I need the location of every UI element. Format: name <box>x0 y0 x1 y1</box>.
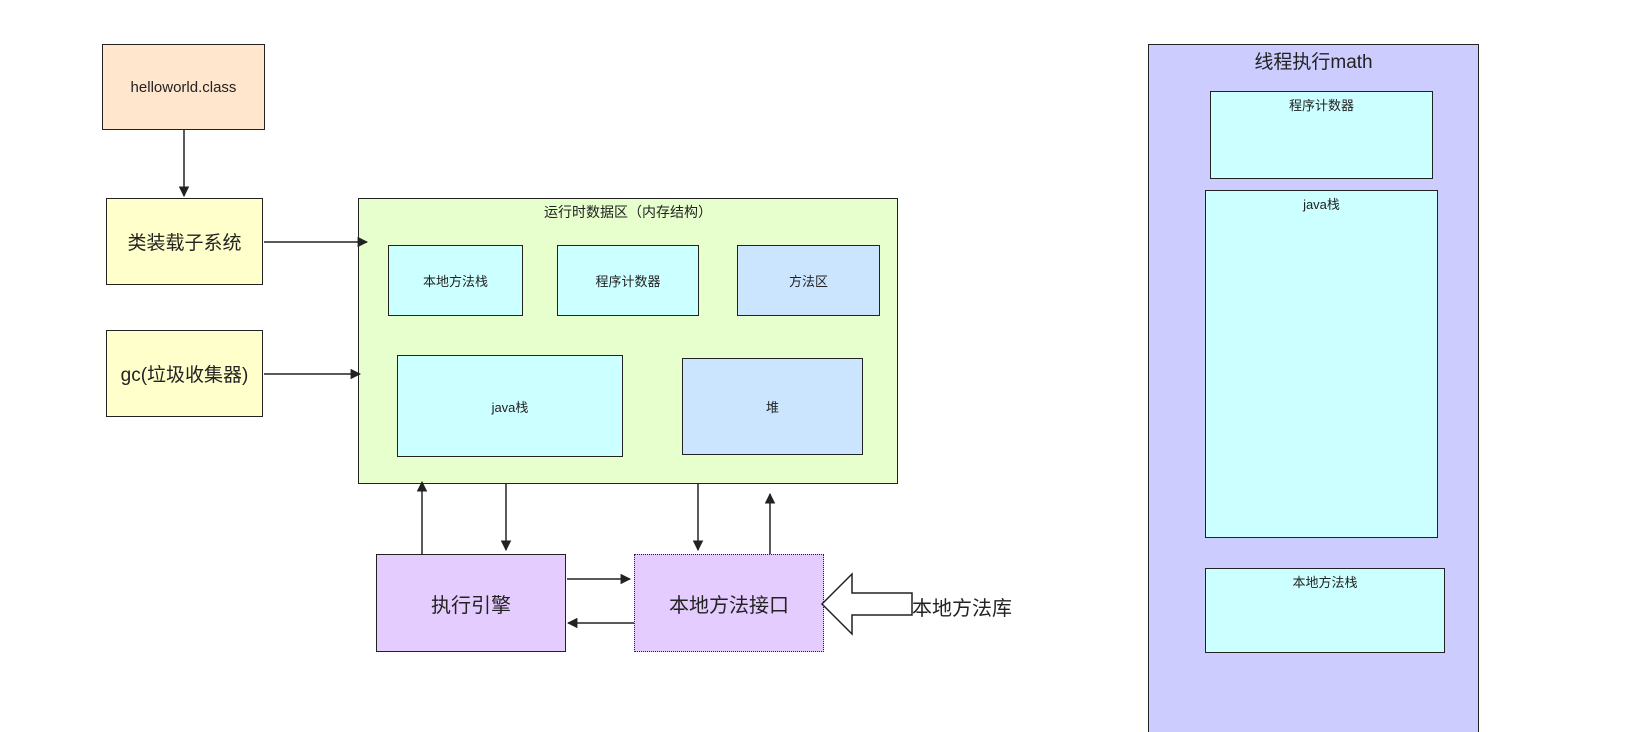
program-counter-label: 程序计数器 <box>595 274 661 289</box>
arrow-library-to-interface <box>820 572 913 636</box>
class-file-label: helloworld.class <box>130 78 237 96</box>
heap-label: 堆 <box>765 400 779 415</box>
execution-engine-label: 执行引擎 <box>431 594 511 617</box>
thread-java-stack-label: java栈 <box>1303 197 1340 212</box>
class-file-node: helloworld.class <box>102 44 265 130</box>
class-loader-label: 类装载子系统 <box>127 233 242 254</box>
gc-node: gc(垃圾收集器) <box>106 330 263 417</box>
thread-program-counter-label: 程序计数器 <box>1288 98 1354 113</box>
program-counter-region: 程序计数器 <box>557 245 699 316</box>
native-method-stack-region: 本地方法栈 <box>388 245 523 316</box>
native-library-label: 本地方法库 <box>912 598 1012 620</box>
heap-region: 堆 <box>682 358 863 455</box>
runtime-area-title: 运行时数据区（内存结构） <box>544 204 712 220</box>
gc-label: gc(垃圾收集器) <box>120 365 249 386</box>
thread-program-counter-region: 程序计数器 <box>1210 91 1433 179</box>
method-area-label: 方法区 <box>788 274 828 289</box>
java-stack-label: java栈 <box>491 399 529 415</box>
native-method-stack-label: 本地方法栈 <box>422 274 488 289</box>
native-interface-label: 本地方法接口 <box>669 594 789 617</box>
thread-panel-title: 线程执行math <box>1254 52 1373 73</box>
native-interface-node: 本地方法接口 <box>634 554 824 652</box>
java-stack-region: java栈 <box>397 355 623 457</box>
thread-java-stack-region: java栈 <box>1205 190 1438 538</box>
method-area-region: 方法区 <box>737 245 880 316</box>
thread-native-method-stack-label: 本地方法栈 <box>1292 575 1358 590</box>
class-loader-node: 类装载子系统 <box>106 198 263 285</box>
execution-engine-node: 执行引擎 <box>376 554 566 652</box>
thread-native-method-stack-region: 本地方法栈 <box>1205 568 1445 653</box>
